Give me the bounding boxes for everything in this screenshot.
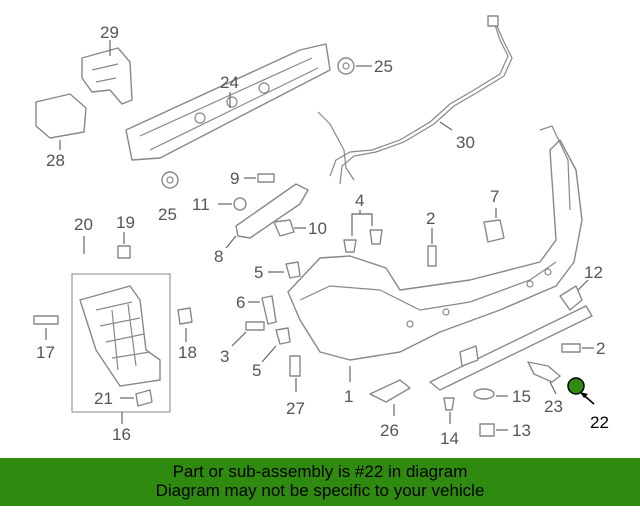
label-14: 14 [440,429,459,448]
part-14-push-pin [443,397,455,424]
part-1-bumper-cover [287,125,583,382]
label-6: 6 [236,293,245,312]
label-24: 24 [220,73,239,92]
part-3-screw [231,321,265,347]
part-2-bolt-right [561,343,594,353]
label-1: 1 [344,387,353,406]
part-18-clip [177,307,193,342]
label-20: 20 [74,215,93,234]
part-27-bolt [289,355,301,392]
label-16: 16 [112,425,131,444]
label-13: 13 [512,421,531,440]
part-9-bolt [244,173,275,183]
part-5-clip-upper [268,261,301,279]
label-25-left: 25 [158,205,177,224]
part-12-bracket [559,279,589,311]
banner-line-1: Part or sub-assembly is #22 in diagram [172,462,468,481]
label-7: 7 [490,187,499,206]
label-5-upper: 5 [254,263,263,282]
label-23: 23 [544,397,563,416]
label-3: 3 [220,347,229,366]
label-29: 29 [100,23,119,42]
parts-diagram: 29 24 25 28 30 9 11 25 10 8 4 2 7 20 19 … [33,15,609,448]
part-29-bracket [81,40,133,105]
part-23-tow-hook [527,361,561,395]
part-7-bracket [483,208,505,243]
part-25-nut-top [337,57,372,75]
part-30-wiring-harness [317,15,513,185]
label-26: 26 [380,421,399,440]
label-2-upper: 2 [426,209,435,228]
label-12: 12 [584,263,603,282]
label-30: 30 [456,133,475,152]
part-10-clip [273,219,306,237]
part-6-bracket [248,295,277,325]
part-4-clips [343,210,383,253]
label-11: 11 [192,195,210,214]
part-17-bolt [33,315,59,340]
label-5-lower: 5 [252,361,261,380]
label-28: 28 [46,151,65,170]
part-26-reflector [369,379,411,416]
label-18: 18 [178,343,197,362]
label-4: 4 [355,191,364,210]
label-2-right: 2 [596,339,605,358]
notice-banner: Part or sub-assembly is #22 in diagram D… [0,458,640,506]
label-17: 17 [36,343,55,362]
part-24-reinforcement [125,43,331,161]
part-5-clip-lower [261,327,291,363]
label-15: 15 [512,387,531,406]
part-16-assembly-box [71,273,171,424]
lower-valance [429,305,593,391]
part-15-clip [473,388,508,400]
label-25-top: 25 [374,57,393,76]
part-13-nut [479,423,508,437]
part-8-bracket [225,183,309,249]
label-27: 27 [286,399,305,418]
label-21: 21 [94,389,113,408]
part-11-nut [218,197,247,211]
part-28-sensor [35,93,87,150]
part-22-highlighted [567,377,595,405]
part-25-nut-left [161,171,179,189]
label-8: 8 [214,247,223,266]
label-10: 10 [308,219,327,238]
part-19-nut [117,232,131,259]
label-9: 9 [230,169,239,188]
label-22: 22 [590,413,609,432]
label-19: 19 [116,213,135,232]
banner-line-2: Diagram may not be specific to your vehi… [155,481,485,500]
part-2-bolt-upper [427,228,437,267]
